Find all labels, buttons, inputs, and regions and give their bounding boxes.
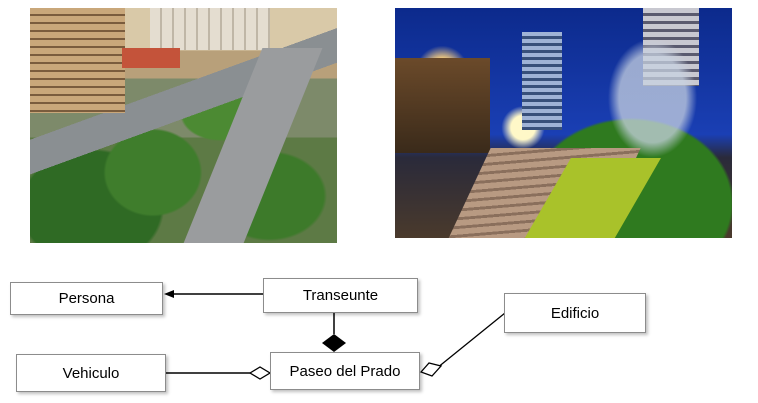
- class-paseo-label: Paseo del Prado: [289, 362, 401, 380]
- class-paseo-del-prado[interactable]: Paseo del Prado: [270, 352, 420, 390]
- building: [150, 8, 270, 50]
- class-transeunte[interactable]: Transeunte: [263, 278, 418, 313]
- edge-edificio-paseo: [436, 312, 506, 369]
- class-transeunte-label: Transeunte: [302, 287, 379, 304]
- building: [395, 58, 490, 153]
- class-persona-label: Persona: [58, 290, 115, 307]
- tower-building: [522, 32, 562, 130]
- class-vehiculo-label: Vehiculo: [62, 364, 120, 382]
- class-persona[interactable]: Persona: [10, 282, 163, 315]
- aggregation-diamond-icon: [419, 362, 443, 377]
- lit-tree: [600, 28, 705, 168]
- photo-night-promenade: [395, 8, 732, 238]
- red-roof: [122, 48, 180, 68]
- class-edificio[interactable]: Edificio: [504, 293, 646, 333]
- aggregation-diamond-icon: [248, 366, 272, 380]
- arrowhead-icon: [164, 290, 174, 298]
- class-edificio-label: Edificio: [550, 304, 600, 322]
- class-vehiculo[interactable]: Vehiculo: [16, 354, 166, 392]
- photo-aerial-avenue: [30, 8, 337, 243]
- building: [30, 8, 125, 113]
- composition-diamond-icon: [322, 334, 346, 352]
